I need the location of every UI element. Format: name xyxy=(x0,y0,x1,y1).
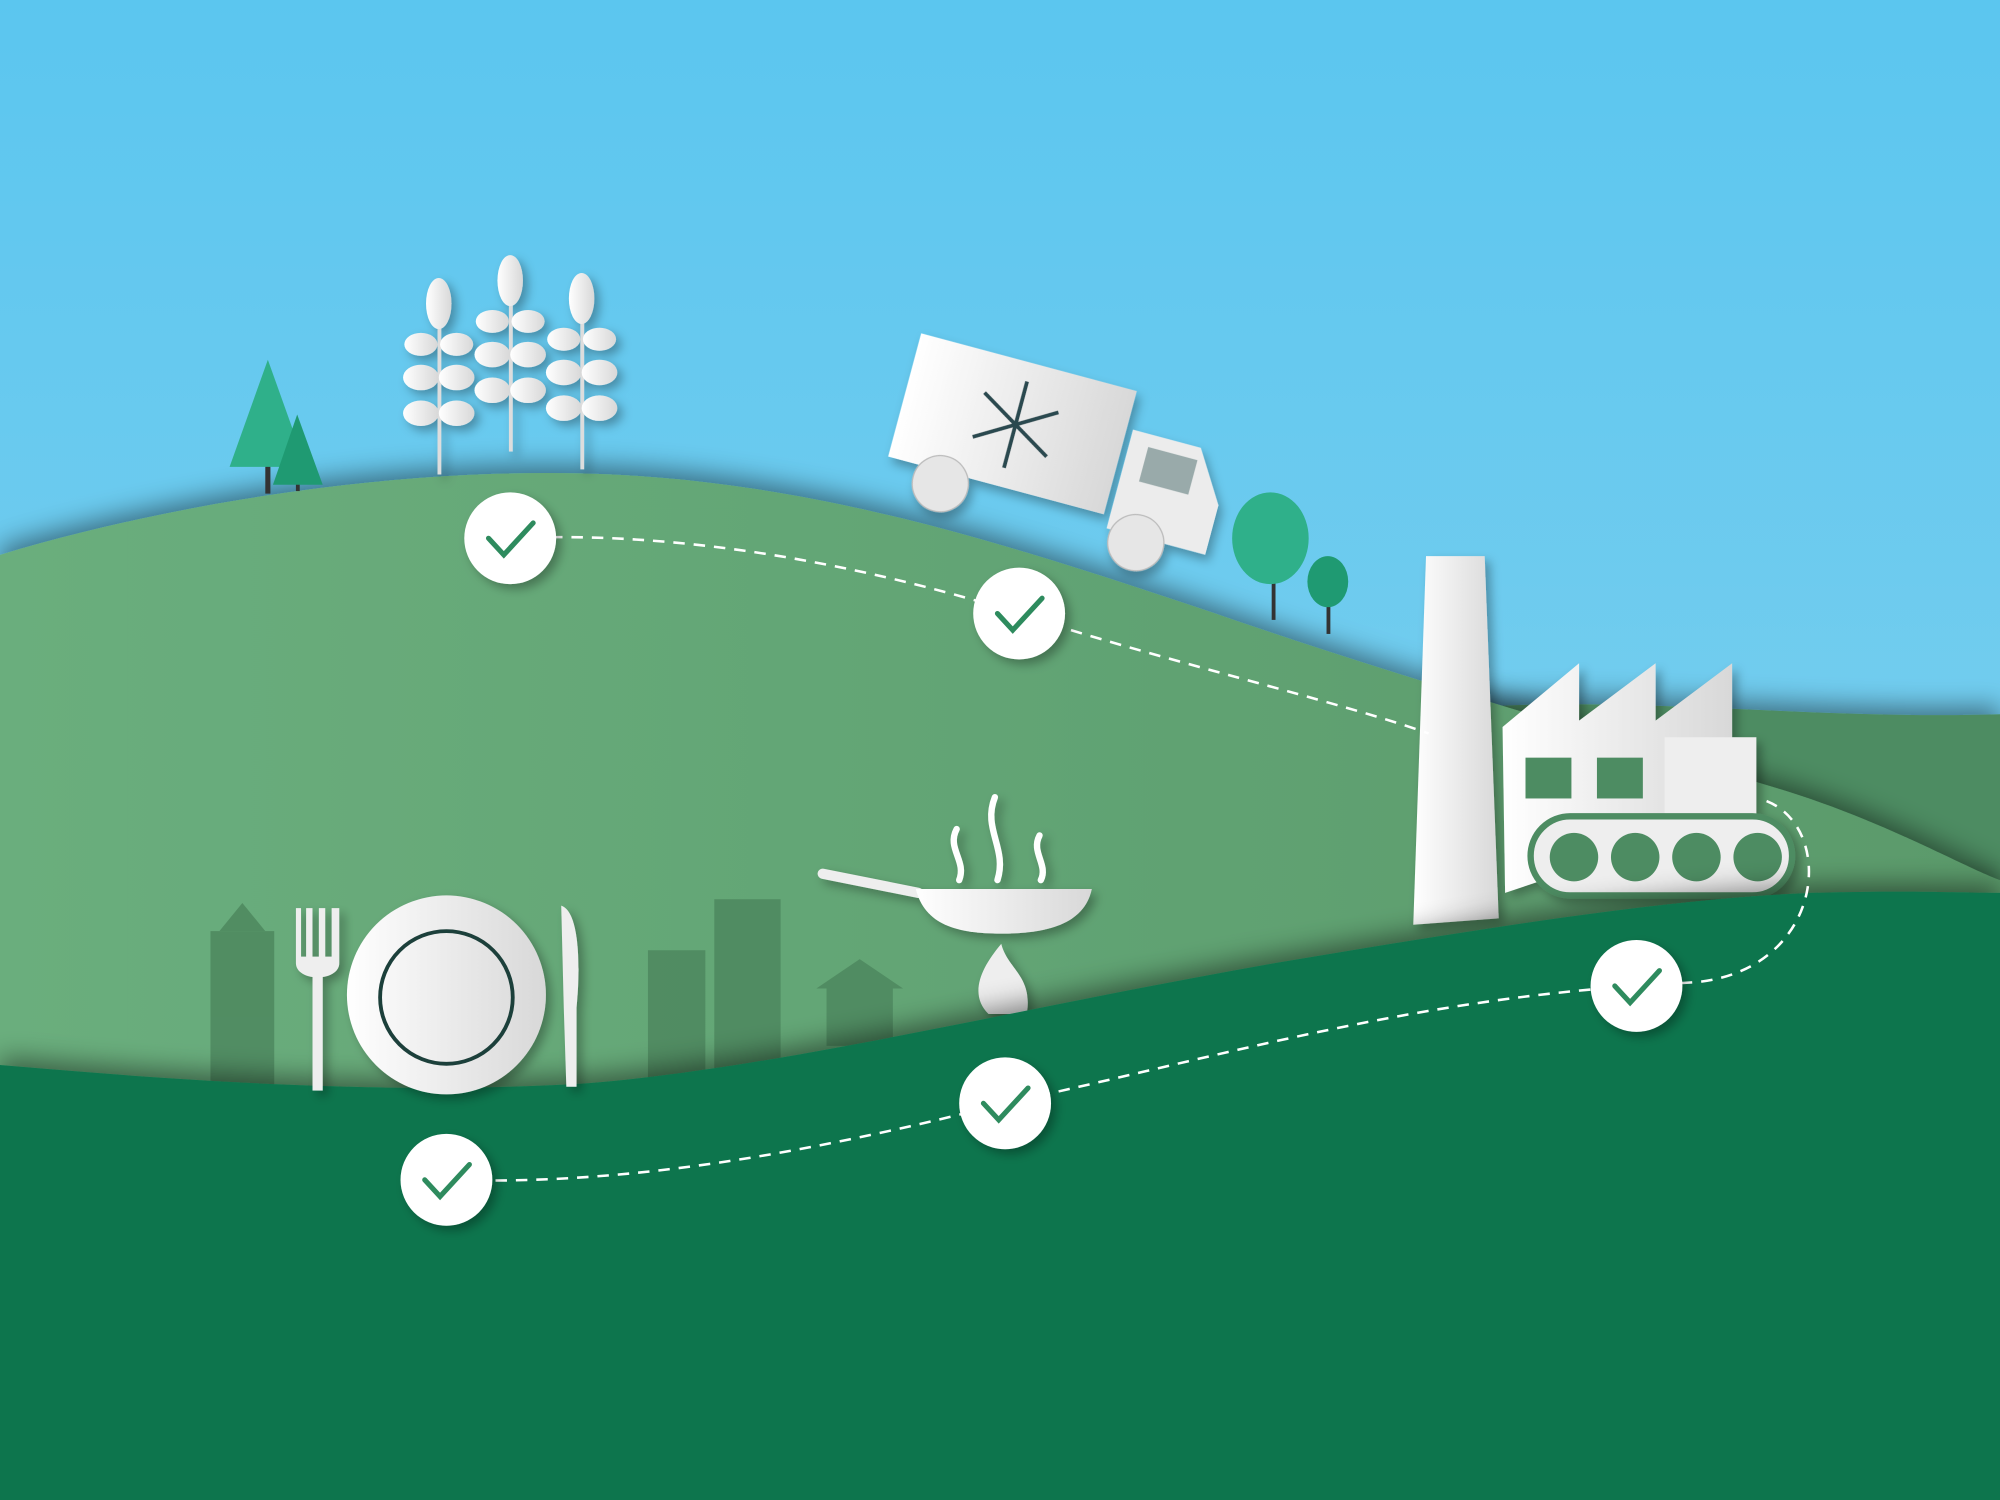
front-hill xyxy=(0,891,2000,1500)
flame-icon xyxy=(978,943,1028,1015)
plate-cutlery-icon xyxy=(295,895,579,1095)
plate xyxy=(346,895,546,1095)
check-icon xyxy=(973,567,1066,660)
frying-pan-icon xyxy=(817,794,1092,1015)
check-icon xyxy=(400,1133,493,1226)
steam-icon xyxy=(950,794,1046,884)
check-icon xyxy=(464,492,557,585)
fork-icon xyxy=(295,908,340,1091)
refrigerated-truck-icon xyxy=(888,333,1219,572)
round-trees xyxy=(1232,492,1349,634)
wheat-icon xyxy=(403,255,618,475)
city-buildings xyxy=(210,899,904,1091)
snowflake-icon xyxy=(972,381,1059,469)
pine-trees xyxy=(229,359,323,494)
factory-icon xyxy=(1413,556,1796,925)
check-icon xyxy=(959,1057,1052,1150)
knife-icon xyxy=(561,905,579,1087)
check-icon xyxy=(1590,940,1683,1032)
